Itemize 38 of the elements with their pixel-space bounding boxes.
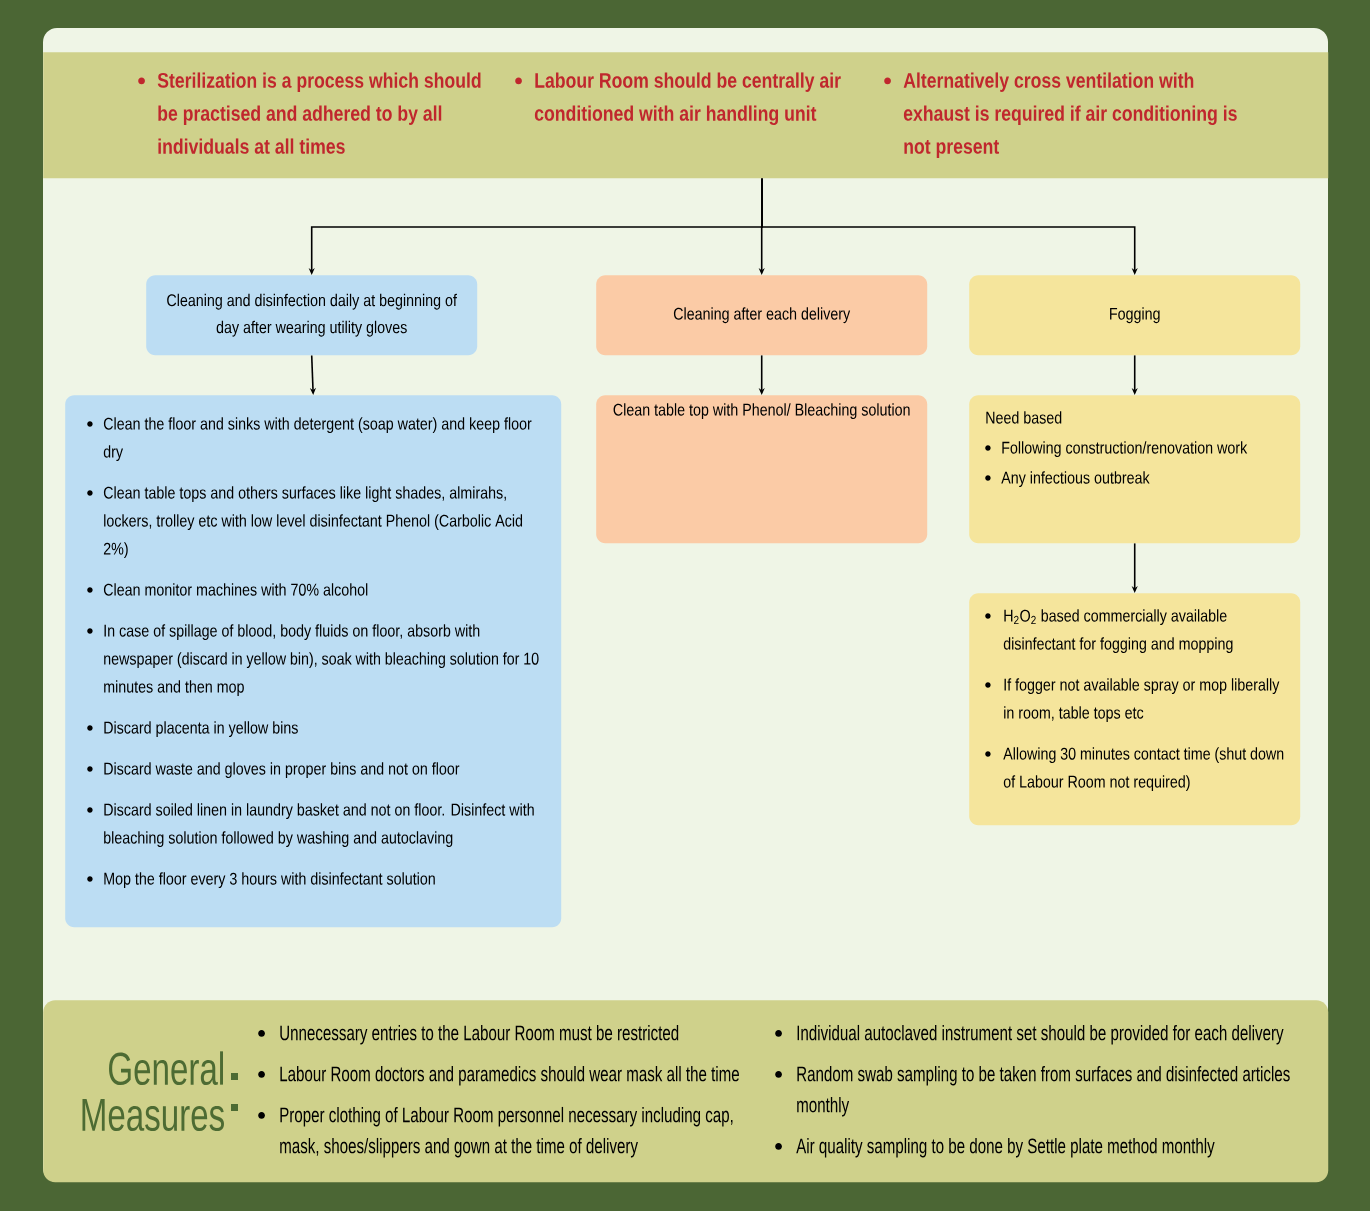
process-box	[65, 395, 562, 928]
list-item: Discard waste and gloves in proper bins and not on floor	[87, 762, 460, 779]
list-item: Allowing 30 minutes contact time (shut down of Labour Room not required)	[985, 747, 1284, 792]
list-item: If fogger not available spray or mop liberally in room, table tops etc	[985, 678, 1280, 723]
list-item: Labour Room doctors and paramedics should wear mask all the time	[258, 1065, 739, 1086]
heading-text: Cleaning and disinfection daily at beginning of day after wearing utility gloves	[167, 293, 457, 337]
heading-text: Fogging	[1110, 307, 1160, 324]
process-box	[596, 275, 928, 356]
list-item: Unnecessary entries to the Labour Room must be restricted	[258, 1024, 679, 1045]
list-item: Clean table tops and others surfaces like light shades, almirahs, lockers, trolley etc with low level disinfectant Phenol (Carbolic Acid 2%)	[87, 486, 523, 559]
list-item: Random swab sampling to be taken from surfaces and disinfected articles monthly	[775, 1065, 1290, 1117]
list-item: Air quality sampling to be done by Settle plate method monthly	[775, 1137, 1215, 1158]
process-box	[969, 395, 1301, 544]
process-box	[969, 593, 1301, 826]
list-item: Clean monitor machines with 70% alcohol	[87, 583, 368, 596]
heading-text: Need based	[986, 411, 1062, 424]
list-item: Individual autoclaved instrument set should be provided for each delivery	[775, 1024, 1284, 1045]
list-item: In case of spillage of blood, body fluids on floor, absorb with newspaper (discard in yellow bin), soak with bleaching solution for 10 minutes and then mop	[87, 624, 539, 697]
heading-text: Cleaning after each delivery	[673, 307, 851, 324]
arrow	[761, 177, 1138, 275]
list-item: Alternatively cross ventilation with exhaust is required if air conditioning is not present	[884, 72, 1237, 158]
list-item: Mop the floor every 3 hours with disinfectant solution	[87, 872, 435, 889]
process-box	[146, 275, 478, 356]
heading-text: General Measures	[82, 1051, 224, 1132]
list-item: Labour Room should be centrally air conditioned with air handling unit	[515, 72, 841, 126]
list-item: Discard soiled linen in laundry basket and not on floor. Disinfect with bleaching solution followed by washing and autoclaving	[87, 803, 534, 848]
list-item: Following construction/renovation work	[985, 441, 1248, 458]
list-item: Proper clothing of Labour Room personnel necessary including cap, mask, shoes/slippers and gown at the time of delivery	[258, 1106, 733, 1158]
list-item: Any infectious outbreak	[985, 471, 1150, 488]
body-text: Clean table top with Phenol/ Bleaching solution	[613, 403, 910, 420]
list-item: Discard placenta in yellow bins	[87, 721, 298, 738]
process-box	[969, 275, 1301, 356]
list-item: H$_{2}$O$_{2}$ based commercially available disinfectant for fogging and mopping	[985, 609, 1233, 654]
list-item: Sterilization is a process which should be practised and adhered to by all individuals at all times	[138, 72, 481, 154]
process-box	[596, 395, 928, 544]
general-measures-band	[43, 1000, 1329, 1183]
banner	[43, 52, 1329, 179]
list-item: Clean the floor and sinks with detergent (soap water) and keep floor dry	[87, 417, 532, 462]
